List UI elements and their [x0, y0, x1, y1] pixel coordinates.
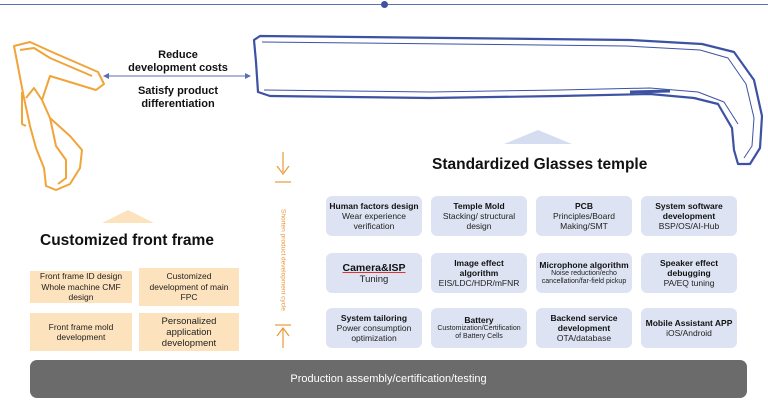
right-pointer-triangle — [504, 130, 572, 144]
reduce-line2: development costs — [128, 62, 228, 74]
left-box-3: Front frame mold development — [30, 313, 132, 351]
left-box-2: Customized development of main FPC — [139, 268, 239, 306]
satisfy-line2: differentiation — [141, 98, 215, 110]
glasses-temple-drawing — [252, 34, 764, 166]
left-pointer-triangle — [102, 210, 154, 223]
left-box-4: Personalized application development — [139, 313, 239, 351]
reduce-line1: Reduce — [158, 49, 198, 61]
cycle-arrows — [275, 152, 291, 348]
right-heading: Standardized Glasses temple — [432, 156, 648, 173]
left-box-1: Front frame ID design Whole machine CMF … — [30, 271, 132, 303]
double-arrow-icon — [103, 73, 251, 79]
production-bar: Production assembly/certification/testin… — [30, 360, 747, 398]
top-dot — [381, 1, 388, 8]
cycle-label: Shorten product development cycle — [279, 209, 287, 311]
satisfy-line1: Satisfy product — [137, 85, 219, 97]
front-frame-drawing — [13, 41, 105, 191]
left-heading: Customized front frame — [40, 232, 214, 249]
